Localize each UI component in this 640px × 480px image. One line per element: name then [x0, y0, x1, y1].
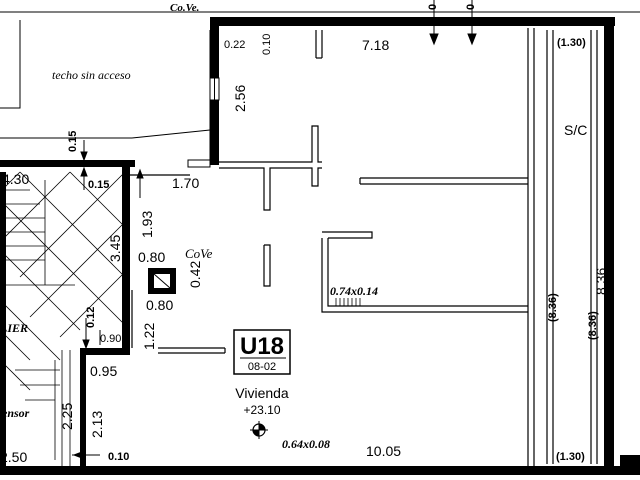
dim-1005: 10.05 [366, 443, 401, 459]
dim-015-a: 0.15 [67, 131, 79, 152]
dim-012: 0.12 [85, 307, 97, 328]
unit-code: U18 [240, 333, 284, 360]
label-vano-1: 0.74x0.14 [330, 284, 378, 298]
dim-250: 2.50 [0, 449, 27, 465]
duct-box [148, 268, 176, 294]
dim-718: 7.18 [362, 37, 389, 53]
dim-090: 0.90 [100, 333, 121, 345]
thin-lines [0, 11, 640, 162]
dim-015-b: 0.15 [88, 179, 109, 191]
label-lier: LIER [0, 321, 28, 335]
vano-hatch [335, 298, 361, 306]
label-cove-mid: CoVe [185, 246, 213, 261]
dim-836: 8.36 [593, 268, 609, 295]
dim-130-top: (1.30) [557, 37, 586, 49]
dim-022: 0.22 [224, 39, 245, 51]
dim-080-b: 0.80 [146, 297, 173, 313]
window-left [187, 77, 220, 168]
dim-170: 1.70 [172, 175, 199, 191]
dim-256: 2.56 [232, 85, 248, 112]
unit-label-box [233, 329, 291, 375]
dim-836-b: (8.36) [587, 311, 599, 340]
unit-name: Vivienda [235, 385, 289, 401]
dim-0-2: 0 [465, 4, 477, 10]
unit-sub: 08-02 [248, 361, 276, 373]
stair-hatch [0, 171, 126, 470]
dim-836-a: (8.36) [547, 293, 559, 322]
dim-213: 2.13 [89, 411, 105, 438]
dim-345: 3.45 [107, 235, 123, 262]
dim-225: 2.25 [59, 403, 75, 430]
dim-080-a: 0.80 [138, 249, 165, 265]
dim-010-top: 0.10 [261, 34, 273, 55]
dim-095: 0.95 [90, 363, 117, 379]
label-ensor: ensor [2, 406, 30, 420]
label-vano-2: 0.64x0.08 [282, 437, 330, 451]
dim-430: 4.30 [2, 171, 29, 187]
dim-010-bottom: 0.10 [108, 451, 129, 463]
level-marker-icon [250, 421, 268, 439]
dim-122: 1.22 [141, 323, 157, 350]
interior-partitions [130, 28, 598, 466]
label-techo: techo sin acceso [52, 68, 131, 82]
dim-193: 1.93 [139, 211, 155, 238]
label-sc: S/C [564, 122, 587, 138]
dim-042: 0.42 [187, 261, 203, 288]
label-cove-top: Co.Ve. [170, 2, 199, 14]
unit-level: +23.10 [243, 403, 280, 417]
walls [0, 17, 640, 475]
dim-130-bottom: (1.30) [556, 451, 585, 463]
dim-0-1: 0 [427, 4, 439, 10]
dimension-markers [72, 0, 477, 459]
